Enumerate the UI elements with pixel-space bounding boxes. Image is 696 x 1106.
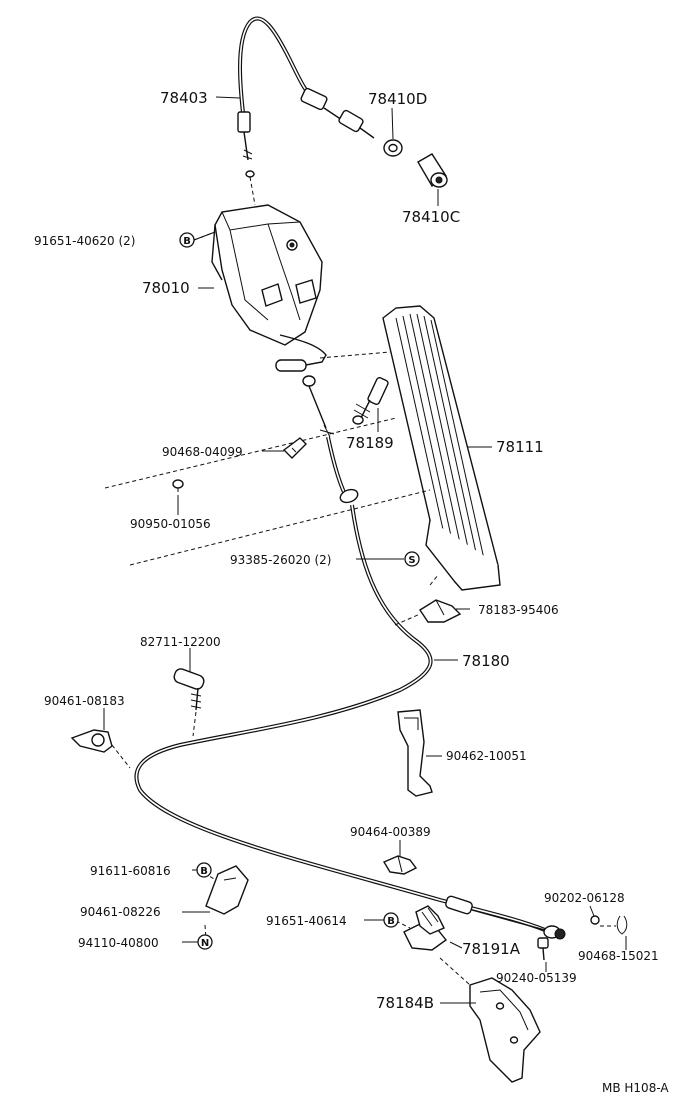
label-78403: 78403 bbox=[160, 89, 208, 107]
svg-text:N: N bbox=[201, 938, 209, 949]
label-78111: 78111 bbox=[496, 438, 544, 456]
clamp-90462-10051 bbox=[397, 709, 433, 797]
bracket-78191a bbox=[395, 905, 448, 951]
label-90468-04099: 90468-04099 bbox=[162, 445, 243, 459]
clip-90950-01056 bbox=[172, 479, 184, 496]
floor-line-lower bbox=[129, 489, 431, 566]
label-78184b: 78184B bbox=[376, 994, 434, 1012]
label-90202-06128: 90202-06128 bbox=[544, 891, 625, 905]
label-90464-00389: 90464-00389 bbox=[350, 825, 431, 839]
cable-end-ball bbox=[302, 375, 316, 387]
label-78191a: 78191A bbox=[462, 940, 521, 958]
label-78180: 78180 bbox=[462, 652, 510, 670]
pedal-78111 bbox=[382, 305, 501, 591]
symbol-n: N bbox=[197, 934, 213, 950]
svg-text:B: B bbox=[200, 866, 208, 877]
cable-78403 bbox=[237, 16, 375, 206]
svg-text:B: B bbox=[183, 236, 191, 247]
symbol-b-2: B bbox=[196, 862, 212, 878]
bracket-78010 bbox=[211, 204, 391, 372]
clamp-90461-08226 bbox=[203, 865, 249, 941]
clip-90468-04099 bbox=[282, 437, 307, 459]
pin-90240-05139 bbox=[537, 937, 549, 961]
symbol-b-3: B bbox=[383, 912, 399, 928]
label-90461-08183: 90461-08183 bbox=[44, 694, 125, 708]
cable-78180 bbox=[134, 424, 566, 940]
svg-text:B: B bbox=[387, 916, 395, 927]
label-90240-05139: 90240-05139 bbox=[496, 971, 577, 985]
diagram-id: MB H108-A bbox=[602, 1081, 669, 1095]
grommet-78410c bbox=[417, 153, 448, 188]
leader-lines bbox=[103, 96, 627, 1004]
floor-line-upper bbox=[104, 417, 397, 489]
label-78410d: 78410D bbox=[368, 90, 427, 108]
pin-90468-15021 bbox=[590, 915, 628, 935]
label-78183-95406: 78183-95406 bbox=[478, 603, 559, 617]
label-78410c: 78410C bbox=[402, 208, 460, 226]
label-82711-12200: 82711-12200 bbox=[140, 635, 221, 649]
symbol-s: S bbox=[404, 551, 420, 567]
label-94110-40800: 94110-40800 bbox=[78, 936, 159, 950]
clamp-90464-00389 bbox=[382, 855, 418, 875]
label-90950-01056: 90950-01056 bbox=[130, 517, 211, 531]
svg-text:S: S bbox=[408, 555, 415, 566]
clamp-82711-12200 bbox=[173, 668, 205, 737]
clamp-78183-95406 bbox=[394, 599, 462, 626]
label-93385-26020: 93385-26020 (2) bbox=[230, 553, 332, 567]
symbol-b-1: B bbox=[179, 232, 195, 248]
label-90461-08226: 90461-08226 bbox=[80, 905, 161, 919]
label-90468-15021: 90468-15021 bbox=[578, 949, 659, 963]
pin-78189 bbox=[352, 376, 389, 425]
label-78010: 78010 bbox=[142, 279, 190, 297]
grommet-78410d bbox=[383, 139, 403, 157]
bracket-78184b bbox=[439, 957, 541, 1083]
label-91611-60816: 91611-60816 bbox=[90, 864, 171, 878]
label-91651-40620: 91651-40620 (2) bbox=[34, 234, 136, 248]
label-91651-40614: 91651-40614 bbox=[266, 914, 347, 928]
clamp-90461-08183 bbox=[70, 729, 131, 769]
label-90462-10051: 90462-10051 bbox=[446, 749, 527, 763]
label-78189: 78189 bbox=[346, 434, 394, 452]
cable-link bbox=[308, 385, 327, 429]
